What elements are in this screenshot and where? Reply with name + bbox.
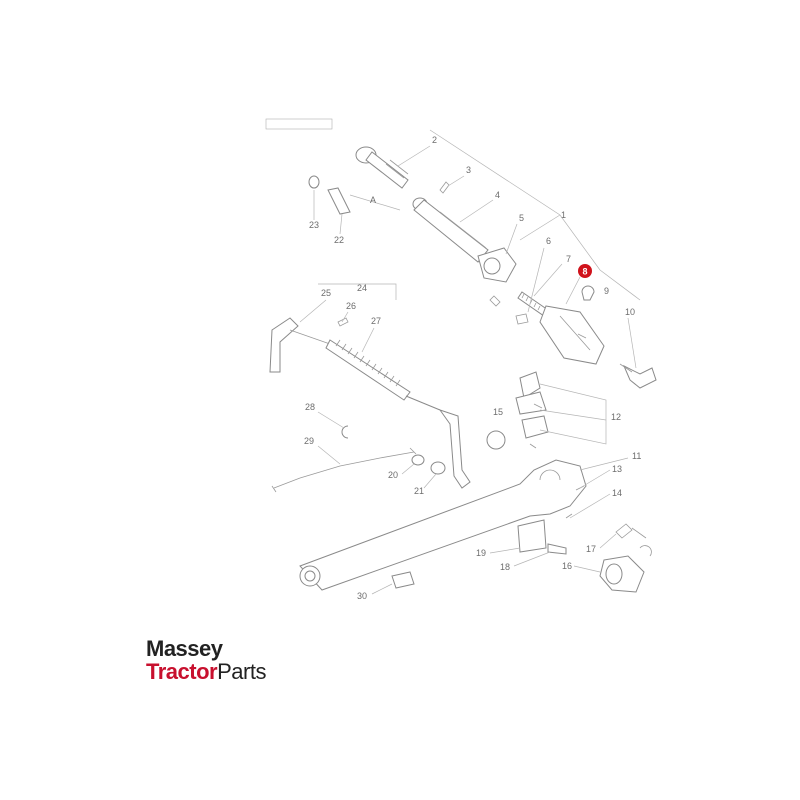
logo-text-parts: Parts <box>217 659 266 684</box>
part-8-highlighted <box>517 291 605 365</box>
callout-12: 12 <box>611 412 621 422</box>
bushings <box>411 454 446 475</box>
pin-and-ring <box>308 175 351 215</box>
callout-26: 26 <box>346 301 356 311</box>
logo-text-line2: TractorParts <box>146 660 306 684</box>
callout-25: 25 <box>321 288 331 298</box>
lift-rod-assembly <box>269 317 471 489</box>
callout-22: 22 <box>334 235 344 245</box>
callout-24: 24 <box>357 283 367 293</box>
callout-17: 17 <box>586 544 596 554</box>
callout-21: 21 <box>414 486 424 496</box>
callout-30: 30 <box>357 591 367 601</box>
lower-link-arm <box>299 459 587 591</box>
callout-3: 3 <box>466 165 471 175</box>
callout-28: 28 <box>305 402 315 412</box>
callout-5: 5 <box>519 213 524 223</box>
adjuster-group <box>515 285 657 389</box>
callout-23: 23 <box>309 220 319 230</box>
part-15-ball <box>486 430 506 450</box>
logo-text-massey: Massey <box>146 636 223 661</box>
callout-19: 19 <box>476 548 486 558</box>
callout-6: 6 <box>546 236 551 246</box>
assembly-bracket-1 <box>429 129 641 301</box>
callout-29: 29 <box>304 436 314 446</box>
top-link-assembly: A <box>349 146 517 307</box>
callout-8-label: 8 <box>582 267 587 277</box>
callout-14: 14 <box>612 488 622 498</box>
logo-text-tractor: Tractor <box>146 659 218 684</box>
latch-pieces <box>515 371 549 449</box>
callout-11: 11 <box>632 451 641 461</box>
callout-2: 2 <box>432 135 437 145</box>
callout-8-marker: 8 <box>565 264 592 305</box>
callout-4: 4 <box>495 190 500 200</box>
hitch-catch <box>599 523 652 593</box>
callout-15: 15 <box>493 407 503 417</box>
callout-labels: 1 2 3 4 5 6 7 9 10 11 12 13 14 15 16 17 … <box>299 135 641 601</box>
callout-27: 27 <box>371 316 381 326</box>
callout-20: 20 <box>388 470 398 480</box>
hook-and-chain <box>271 425 417 493</box>
callout-9: 9 <box>604 286 609 296</box>
callout-A: A <box>370 195 376 205</box>
callout-7: 7 <box>566 254 571 264</box>
massey-tractor-parts-logo: Massey TractorParts <box>146 638 306 684</box>
reference-code-box <box>265 118 333 130</box>
callout-16: 16 <box>562 561 572 571</box>
callout-18: 18 <box>500 562 510 572</box>
callout-1: 1 <box>561 210 566 220</box>
callout-13: 13 <box>612 464 622 474</box>
part-30-decal <box>391 571 415 589</box>
callout-10: 10 <box>625 307 635 317</box>
